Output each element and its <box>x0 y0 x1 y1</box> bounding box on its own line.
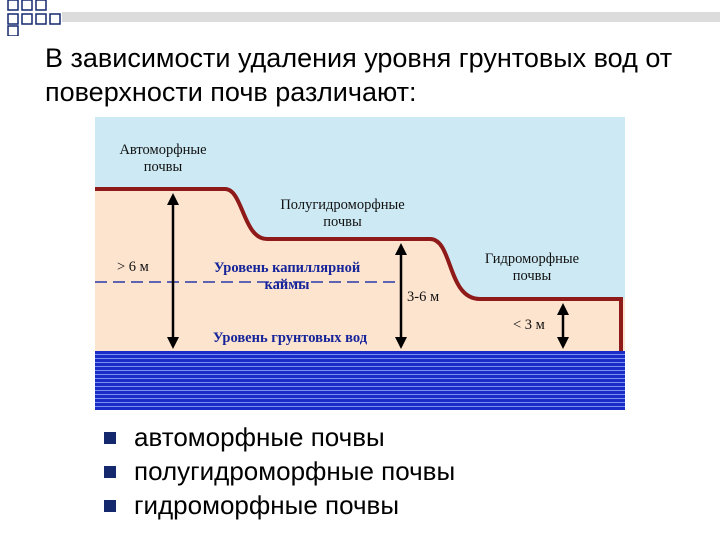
bullet-square-icon <box>104 466 116 478</box>
depth-label-automorphic: > 6 м <box>117 259 167 276</box>
list-item-text: полугидроморфные почвы <box>134 454 455 488</box>
bullet-square-icon <box>104 500 116 512</box>
soil-types-list: автоморфные почвы полугидроморфные почвы… <box>104 420 664 522</box>
depth-label-semihydromorphic: 3-6 м <box>407 289 457 306</box>
list-item: гидроморфные почвы <box>104 488 664 522</box>
list-item-text: автоморфные почвы <box>134 420 385 454</box>
label-groundwater-level: Уровень грунтовых вод <box>185 330 395 347</box>
list-item: автоморфные почвы <box>104 420 664 454</box>
label-automorphic-soils: Автоморфные почвы <box>103 142 223 176</box>
depth-label-hydromorphic: < 3 м <box>513 317 561 334</box>
label-semihydromorphic-soils: Полугидроморфные почвы <box>255 197 430 231</box>
list-item: полугидроморфные почвы <box>104 454 664 488</box>
list-item-text: гидроморфные почвы <box>134 488 399 522</box>
slide-title: В зависимости удаления уровня грунтовых … <box>45 41 685 109</box>
groundwater-body <box>95 351 625 410</box>
label-hydromorphic-soils: Гидроморфные почвы <box>467 251 597 285</box>
label-capillary-fringe: Уровень капиллярной каймы <box>187 260 387 294</box>
decorative-squares <box>0 0 720 36</box>
bullet-square-icon <box>104 432 116 444</box>
top-bar-decoration <box>62 12 720 22</box>
groundwater-diagram: Автоморфные почвы Полугидроморфные почвы… <box>95 117 625 410</box>
